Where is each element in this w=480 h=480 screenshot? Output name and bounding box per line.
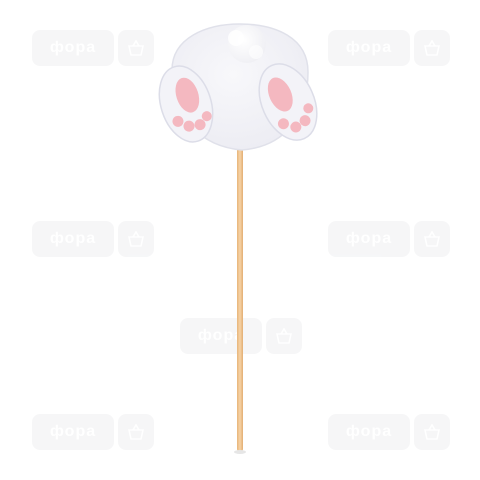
watermark: фора <box>328 30 450 66</box>
right-paw <box>258 63 318 141</box>
basket-icon <box>414 414 450 450</box>
basket-icon <box>118 414 154 450</box>
watermark: фора <box>180 318 302 354</box>
watermark-logo: фора <box>32 30 114 66</box>
watermark-logo: фора <box>32 414 114 450</box>
basket-icon <box>414 30 450 66</box>
watermark: фора <box>32 221 154 257</box>
left-paw <box>158 65 214 143</box>
watermark: фора <box>32 414 154 450</box>
watermark-logo: фора <box>328 414 410 450</box>
fluffy-tail <box>228 25 266 63</box>
watermark-logo: фора <box>32 221 114 257</box>
watermark: фора <box>328 414 450 450</box>
wooden-stick <box>237 140 243 452</box>
basket-icon <box>414 221 450 257</box>
basket-icon <box>266 318 302 354</box>
watermark-logo: фора <box>328 221 410 257</box>
watermark: фора <box>328 221 450 257</box>
basket-icon <box>118 221 154 257</box>
watermark-logo: фора <box>328 30 410 66</box>
basket-icon <box>118 30 154 66</box>
watermark: фора <box>32 30 154 66</box>
watermark-logo: фора <box>180 318 262 354</box>
